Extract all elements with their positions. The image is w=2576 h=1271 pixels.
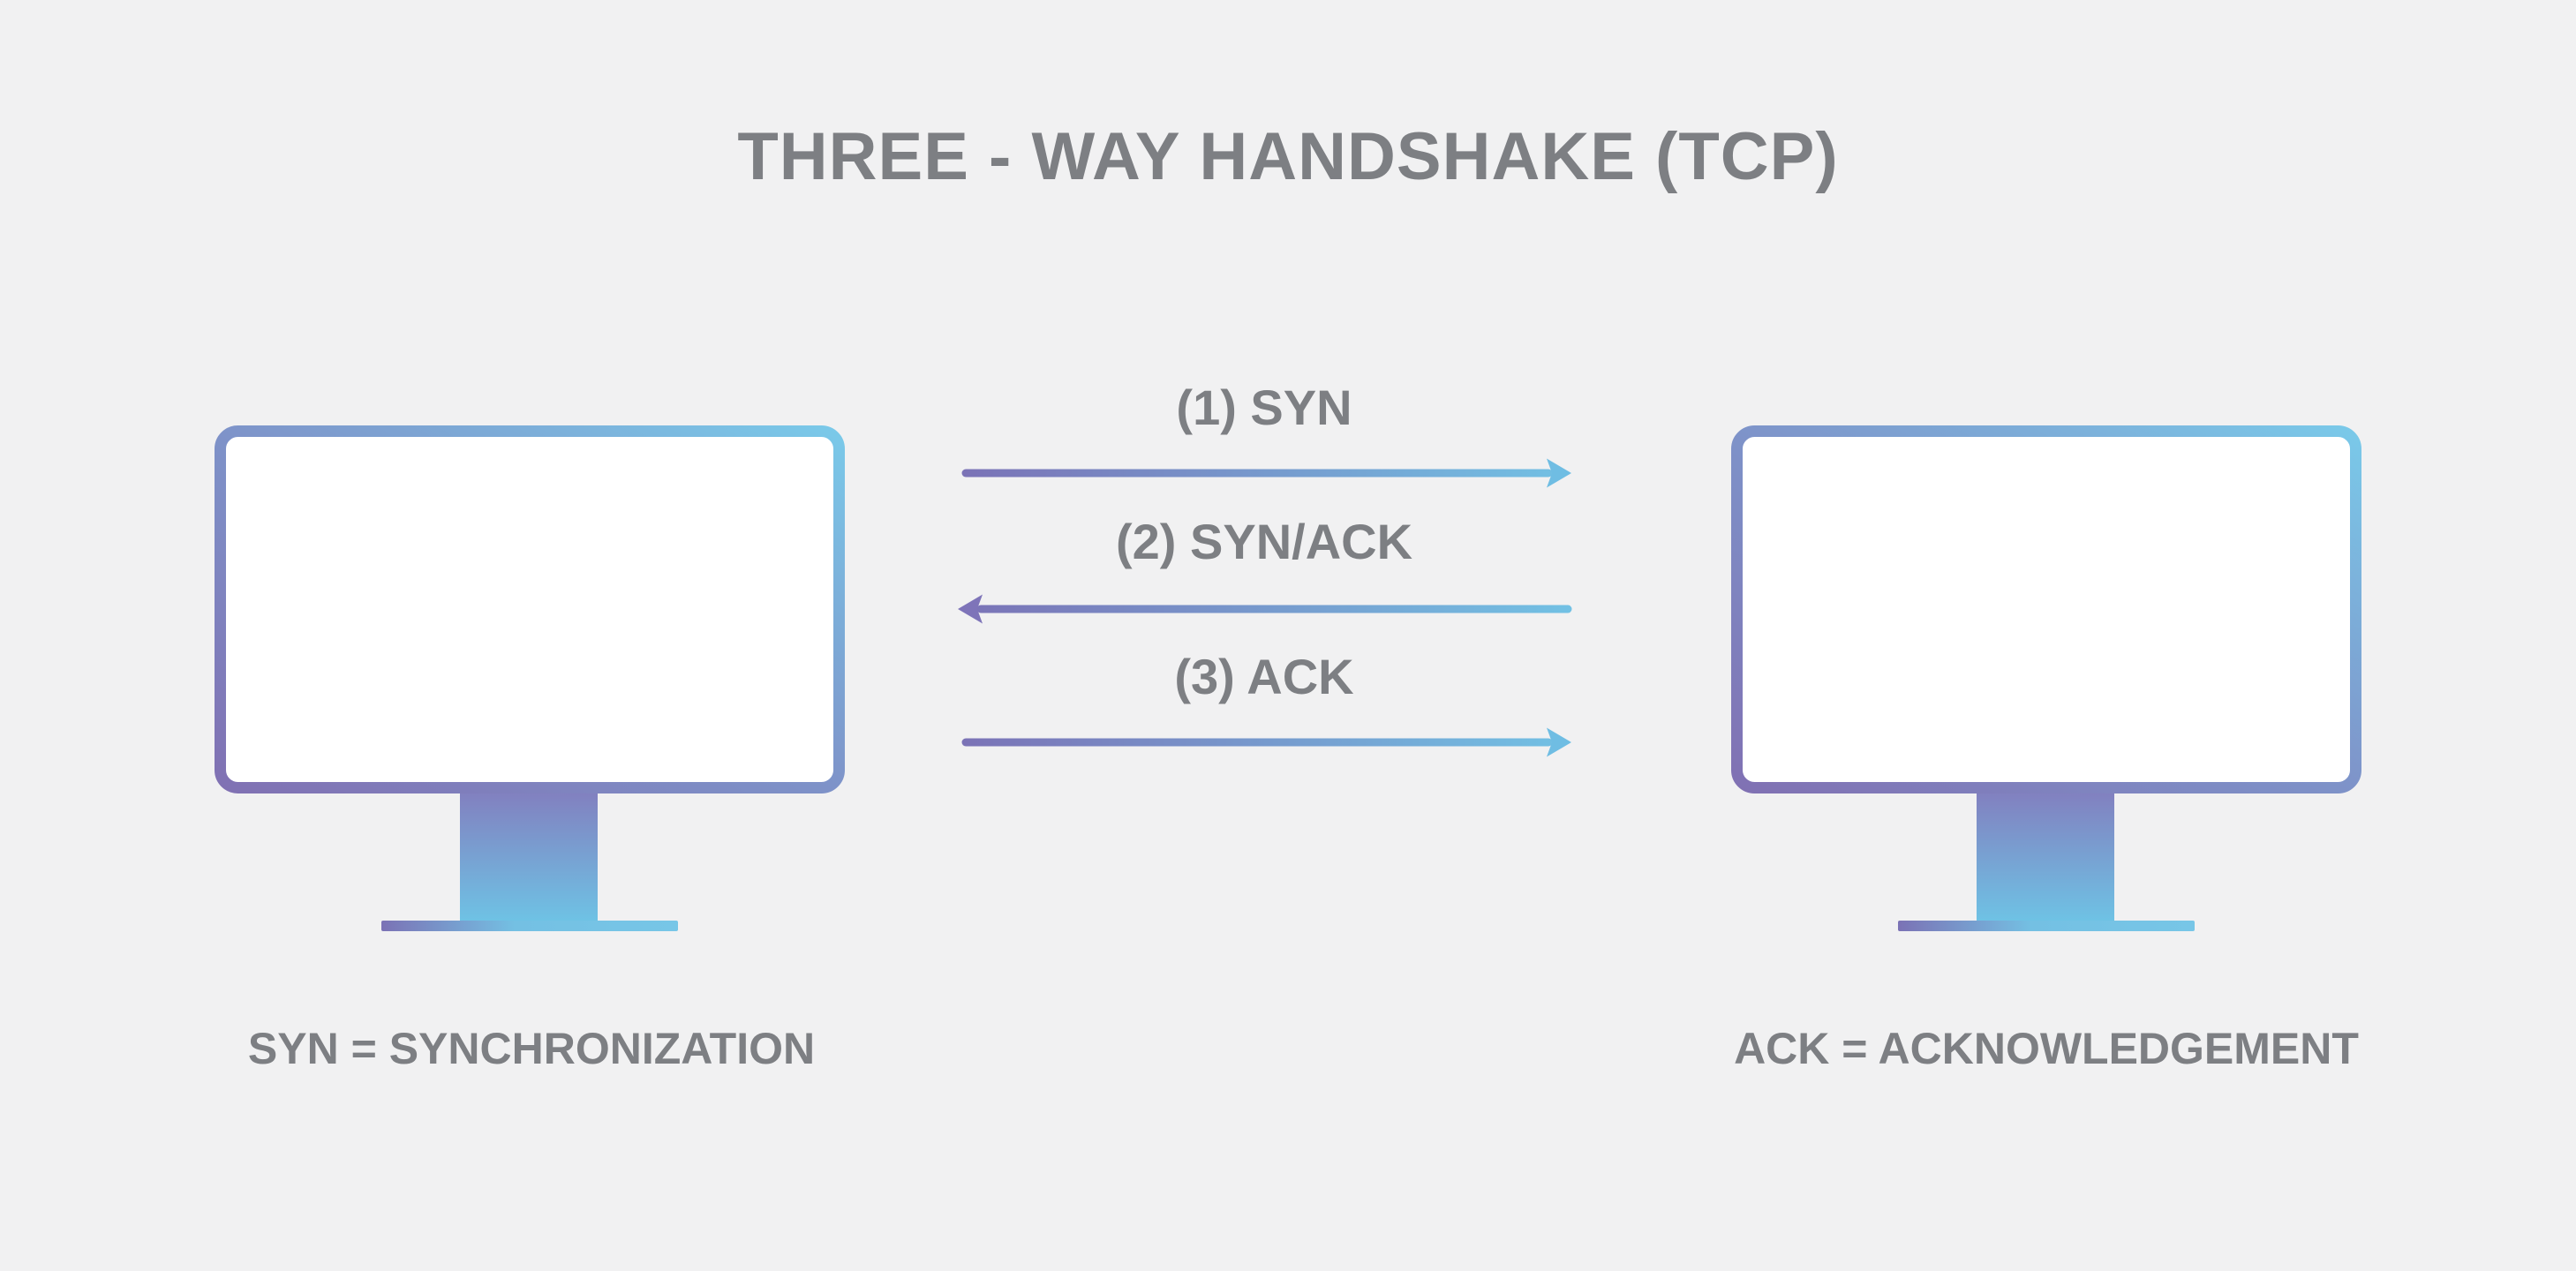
monitor-screen [1731, 425, 2361, 793]
step-1-syn-label: (1) SYN [1176, 380, 1352, 435]
monitor-stand-neck [460, 777, 598, 922]
arrow-head-right-icon [1547, 727, 1571, 757]
syn-ack-arrow [958, 594, 1572, 624]
monitor-stand-base [1898, 921, 2195, 931]
client-computer-icon [215, 425, 845, 931]
step-2-syn-ack-label: (2) SYN/ACK [1115, 514, 1413, 569]
arrow-head-right-icon [1547, 458, 1571, 488]
arrow-head-left-icon [958, 594, 983, 624]
step-3-ack-label: (3) ACK [1174, 649, 1354, 704]
monitor-stand-base [381, 921, 678, 931]
handshake-arrows [958, 458, 1572, 757]
syn-definition: SYN = SYNCHRONIZATION [247, 1024, 816, 1073]
monitor-screen [215, 425, 845, 793]
diagram-title: THREE - WAY HANDSHAKE (TCP) [737, 119, 1839, 194]
server-computer-icon [1731, 425, 2361, 931]
ack-definition: ACK = ACKNOWLEDGEMENT [1734, 1024, 2359, 1073]
ack-arrow [961, 727, 1571, 757]
monitor-stand-neck [1977, 777, 2114, 922]
syn-arrow [961, 458, 1571, 488]
